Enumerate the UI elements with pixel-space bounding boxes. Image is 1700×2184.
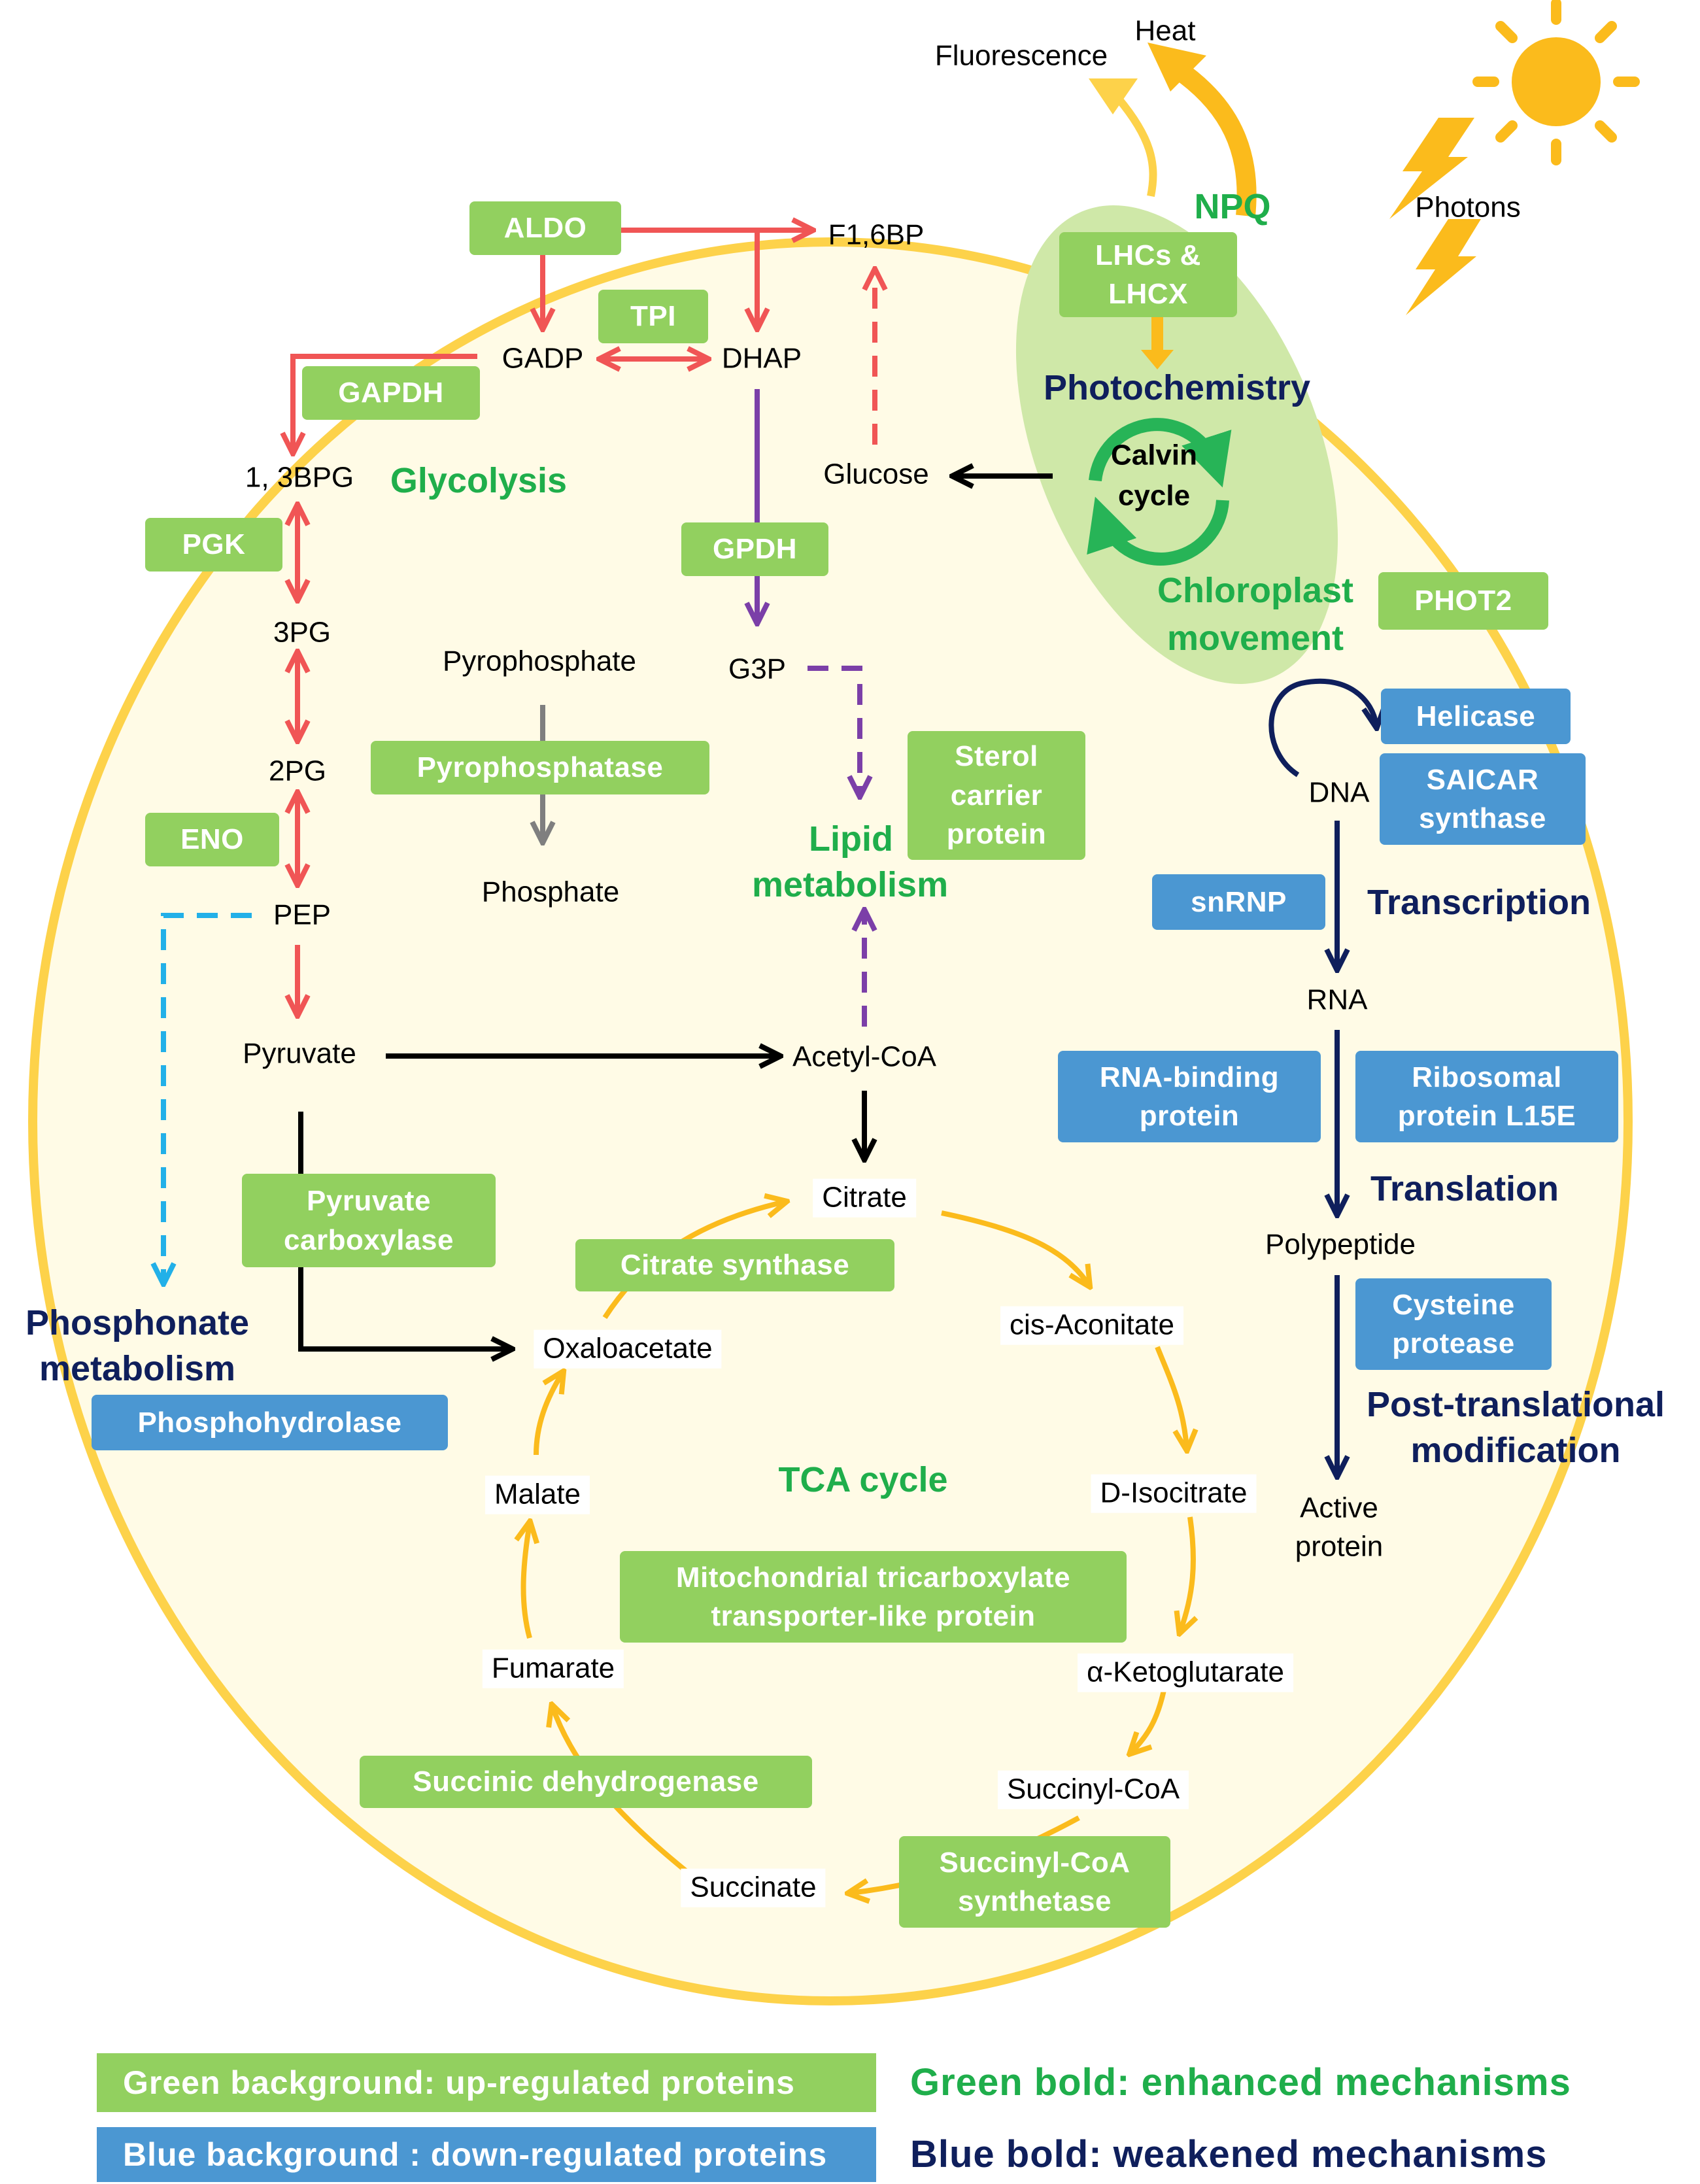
npq-label: NPQ — [1194, 186, 1271, 226]
metabolite-succinyl-coa: Succinyl-CoA — [997, 1770, 1189, 1809]
translation-label: Translation — [1370, 1169, 1559, 1208]
glycolysis-label: Glycolysis — [390, 460, 568, 500]
calvin-arrow-bottom — [1087, 496, 1229, 566]
metabolite-3pg: 3PG — [273, 616, 332, 649]
metabolite-acetyl-coa: Acetyl-CoA — [792, 1040, 937, 1073]
fluorescence-arrowhead — [1089, 78, 1138, 114]
photons-label: Photons — [1415, 191, 1521, 224]
protein-phot2: PHOT2 — [1378, 572, 1548, 630]
tca-fumarate-to-malate — [524, 1524, 530, 1639]
tca-cisaconitate-to-isocitrate — [1155, 1346, 1187, 1448]
protein-gapdh: GAPDH — [302, 366, 480, 420]
metabolite-citrate: Citrate — [813, 1178, 916, 1218]
metabolite-dhap: DHAP — [721, 342, 802, 375]
metabolite-pyrophosphate: Pyrophosphate — [443, 645, 636, 677]
tca-citrate-to-cisaconitate — [941, 1210, 1089, 1285]
tca-cycle-label: TCA cycle — [778, 1459, 948, 1499]
metabolite-fumarate: Fumarate — [482, 1649, 624, 1688]
lipid-label-line2: metabolism — [752, 865, 949, 904]
metabolite-malate: Malate — [484, 1475, 590, 1514]
protein-snrnp: snRNP — [1152, 874, 1325, 930]
transcription-label: Transcription — [1367, 882, 1591, 922]
metabolite-13bpg: 1, 3BPG — [245, 461, 354, 494]
metabolite-f16bp: F1,6BP — [828, 218, 925, 251]
metabolite-gadp: GADP — [502, 342, 584, 375]
fluorescence-arrow — [1115, 95, 1157, 197]
protein-citrate-synthase: Citrate synthase — [575, 1239, 894, 1291]
g3p-to-lipid-arrow — [808, 666, 860, 794]
metabolite-ketoglutarate: α-Ketoglutarate — [1078, 1653, 1293, 1692]
metabolite-polypeptide: Polypeptide — [1265, 1228, 1416, 1261]
protein-phosphohydrolase: Phosphohydrolase — [92, 1395, 448, 1450]
metabolite-2pg: 2PG — [268, 755, 327, 787]
dna-replication-arrow — [1268, 678, 1376, 777]
heat-arrow — [1171, 60, 1257, 217]
protein-lhcs-lhcx: LHCs &LHCX — [1059, 232, 1237, 317]
metabolite-cis-aconitate: cis-Aconitate — [1000, 1306, 1183, 1345]
protein-gpdh: GPDH — [681, 522, 828, 576]
calvin-arrow-top — [1089, 418, 1232, 488]
metabolite-succinate: Succinate — [681, 1868, 826, 1907]
fluorescence-label: Fluorescence — [934, 39, 1108, 72]
protein-eno: ENO — [145, 813, 279, 866]
legend-green-bold: Green bold: enhanced mechanisms — [910, 2061, 1571, 2104]
heat-label: Heat — [1134, 14, 1196, 47]
tca-ketoglutarate-to-succinylcoa — [1131, 1690, 1166, 1752]
chloroplast — [1015, 205, 1338, 684]
metabolite-pyruvate: Pyruvate — [243, 1037, 356, 1070]
pep-to-phosphonate-arrow — [163, 913, 252, 1282]
protein-helicase: Helicase — [1381, 689, 1571, 744]
photochemistry-label: Photochemistry — [1043, 367, 1311, 407]
metabolite-g3p: G3P — [728, 653, 787, 685]
photon-bolt-icon — [1389, 118, 1474, 219]
metabolite-dna: DNA — [1308, 776, 1370, 809]
heat-arrowhead — [1148, 43, 1206, 92]
legend-green-background: Green background: up-regulated proteins — [97, 2053, 876, 2112]
metabolite-phosphate: Phosphate — [481, 876, 620, 908]
photon-bolt-icon — [1406, 219, 1481, 315]
protein-succinic-dehydrogenase: Succinic dehydrogenase — [360, 1756, 812, 1808]
protein-pgk: PGK — [145, 518, 282, 572]
metabolite-glucose: Glucose — [823, 458, 929, 490]
metabolite-pep: PEP — [273, 898, 332, 931]
lhc-arrowhead — [1141, 350, 1174, 369]
legend-blue-bold: Blue bold: weakened mechanisms — [910, 2133, 1548, 2175]
protein-aldo: ALDO — [469, 201, 621, 255]
tca-malate-to-oxaloacetate — [534, 1373, 562, 1456]
protein-tpi: TPI — [598, 290, 708, 343]
protein-pyrophosphatase: Pyrophosphatase — [371, 741, 709, 794]
metabolite-d-isocitrate: D-Isocitrate — [1091, 1474, 1257, 1513]
tca-isocitrate-to-ketoglutarate — [1180, 1516, 1193, 1631]
lipid-label-line1: Lipid — [809, 819, 893, 859]
metabolite-oxaloacetate: Oxaloacetate — [534, 1329, 722, 1369]
gadp-to-13bpg-arrow — [293, 354, 477, 451]
metabolite-rna: RNA — [1306, 983, 1368, 1016]
legend-blue-background: Blue background : down-regulated protein… — [97, 2127, 876, 2182]
sun-icon — [1472, 0, 1640, 165]
